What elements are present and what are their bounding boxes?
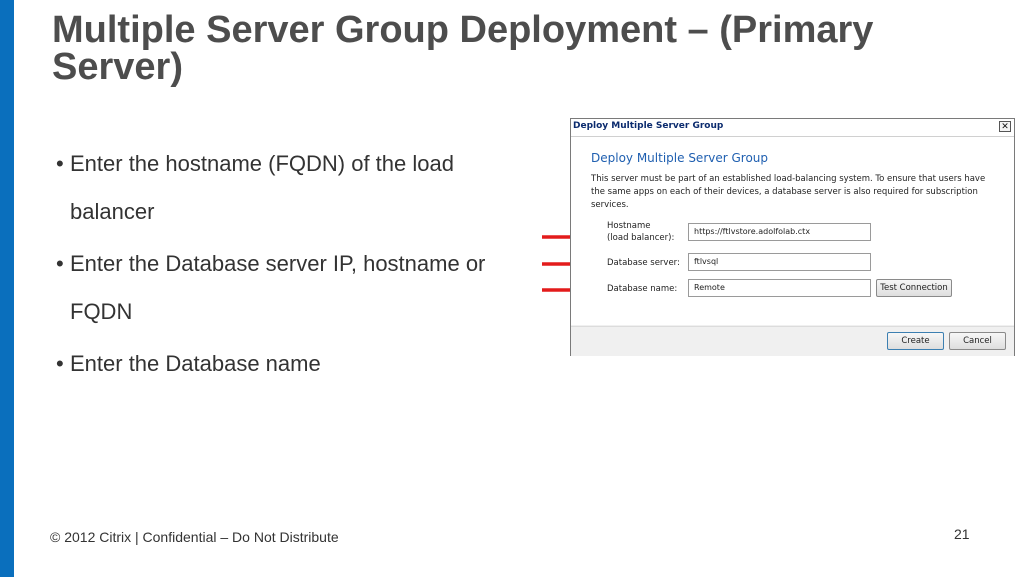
deploy-dialog: Deploy Multiple Server Group ✕ Deploy Mu… — [570, 118, 1015, 356]
slide-title: Multiple Server Group Deployment – (Prim… — [52, 9, 874, 88]
bullet-text: Enter the hostname (FQDN) of the load ba… — [70, 151, 454, 224]
bullet-item-db-server: • Enter the Database server IP, hostname… — [56, 240, 536, 336]
bullet-dot: • — [56, 251, 64, 276]
db-server-label: Database server: — [607, 258, 680, 268]
dialog-window-title: Deploy Multiple Server Group — [573, 121, 724, 131]
page-number: 21 — [954, 526, 970, 542]
dialog-footer: Create Cancel — [571, 326, 1014, 356]
dialog-description: This server must be part of an establish… — [591, 174, 986, 210]
bullet-item-hostname: • Enter the hostname (FQDN) of the load … — [56, 140, 536, 236]
bullet-text: Enter the Database name — [70, 351, 321, 376]
bullet-dot: • — [56, 151, 64, 176]
close-icon[interactable]: ✕ — [999, 121, 1011, 132]
test-connection-button[interactable]: Test Connection — [876, 279, 952, 297]
create-button[interactable]: Create — [887, 332, 944, 350]
footer-copyright: © 2012 Citrix | Confidential – Do Not Di… — [50, 529, 339, 545]
cancel-button[interactable]: Cancel — [949, 332, 1006, 350]
bullet-list: • Enter the hostname (FQDN) of the load … — [56, 140, 536, 392]
db-server-input[interactable]: ftlvsql — [688, 253, 871, 271]
bullet-item-db-name: • Enter the Database name — [56, 340, 536, 388]
dialog-titlebar[interactable]: Deploy Multiple Server Group ✕ — [571, 119, 1014, 137]
hostname-label-line2: (load balancer): — [607, 233, 675, 243]
dialog-heading: Deploy Multiple Server Group — [591, 151, 769, 165]
accent-bar — [0, 0, 14, 577]
hostname-label-line1: Hostname — [607, 221, 651, 231]
db-name-label: Database name: — [607, 284, 678, 294]
db-name-input[interactable]: Remote — [688, 279, 871, 297]
dialog-body: Deploy Multiple Server Group This server… — [571, 137, 1014, 325]
hostname-label: Hostname (load balancer): — [607, 220, 674, 244]
hostname-input[interactable]: https://ftlvstore.adolfolab.ctx — [688, 223, 871, 241]
bullet-dot: • — [56, 351, 64, 376]
bullet-text: Enter the Database server IP, hostname o… — [70, 251, 486, 324]
